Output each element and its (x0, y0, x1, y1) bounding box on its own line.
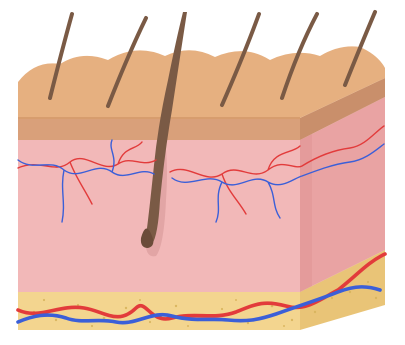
dermis-side-shadow (300, 134, 312, 292)
hypodermis-front (18, 292, 300, 330)
